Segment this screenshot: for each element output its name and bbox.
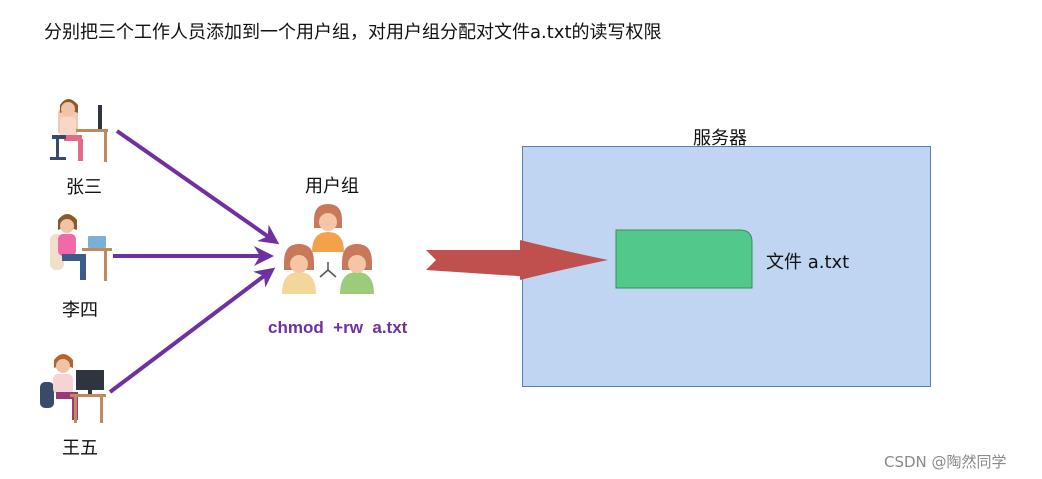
page-title: 分别把三个工作人员添加到一个用户组，对用户组分配对文件a.txt的读写权限 [44, 22, 662, 43]
watermark: CSDN @陶然同学 [884, 453, 1007, 471]
user-group-icon [282, 204, 374, 294]
file-label: 文件 a.txt [766, 252, 850, 273]
big-arrow-head [520, 240, 608, 280]
user-label-3: 王五 [62, 438, 98, 459]
server-label: 服务器 [693, 128, 747, 149]
arrow-user1-to-group [115, 129, 280, 245]
person-at-desk-icon [50, 99, 108, 162]
arrow-user3-to-group [108, 267, 276, 394]
person-at-desk-icon [40, 354, 106, 423]
group-label: 用户组 [305, 176, 359, 197]
command-text: chmod +rw a.txt [268, 318, 408, 337]
user-label-2: 李四 [62, 300, 98, 321]
person-at-desk-icon [50, 214, 112, 281]
user-label-1: 张三 [66, 177, 102, 198]
file-shape [615, 229, 753, 289]
